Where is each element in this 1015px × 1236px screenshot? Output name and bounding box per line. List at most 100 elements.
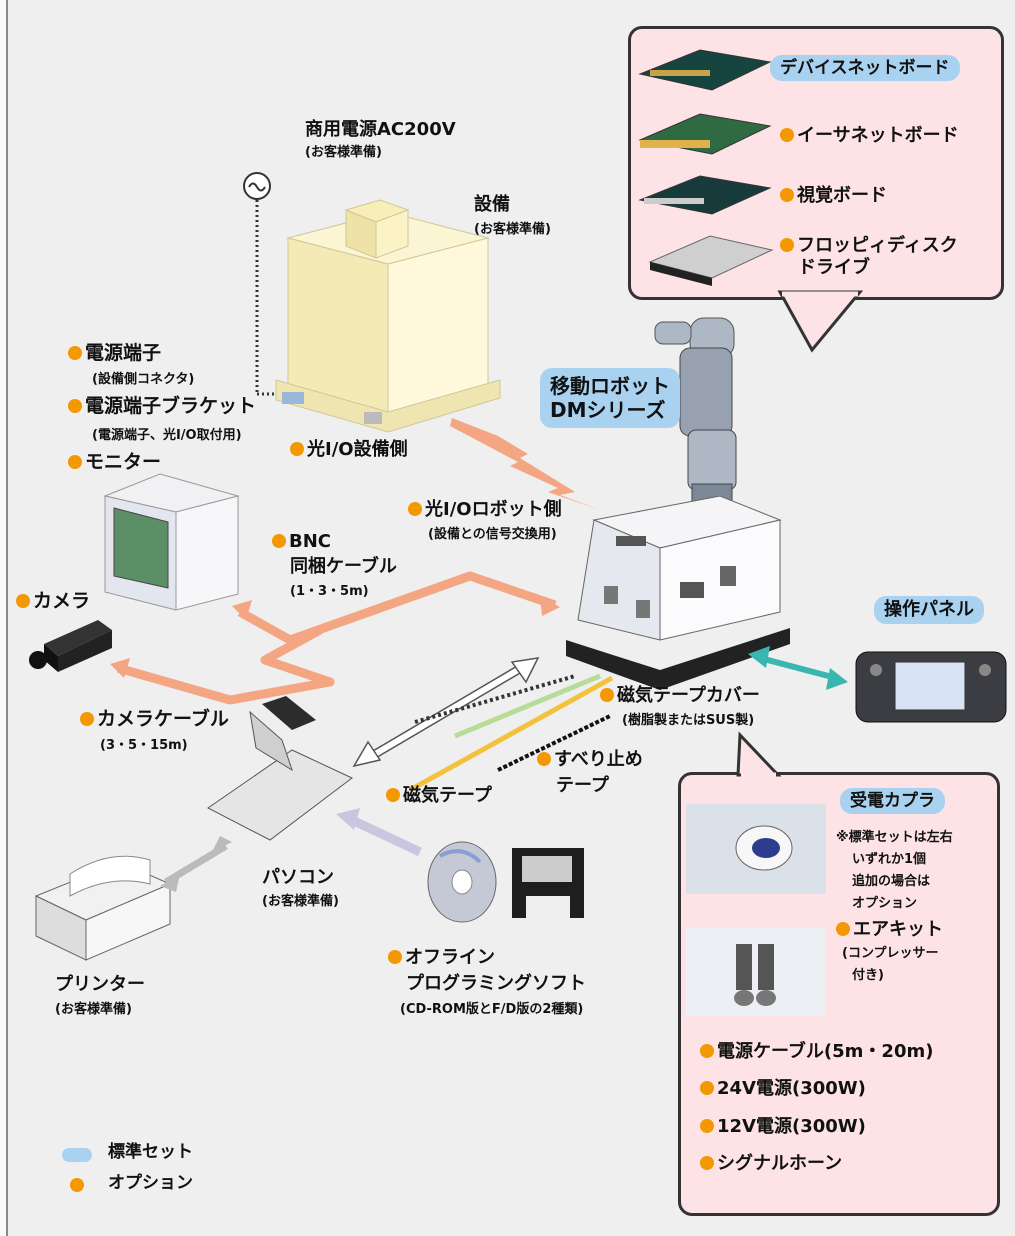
control-panel-illustration <box>855 651 1007 723</box>
power-bracket-title: 電源端子ブラケット <box>68 395 256 418</box>
option-dot-icon <box>700 1156 714 1170</box>
option-dot-icon <box>272 534 286 548</box>
robot-label-line1: 移動ロボット <box>550 374 670 398</box>
mag-tape-cover-note: (樹脂製またはSUS製) <box>622 713 755 728</box>
option-dot-icon <box>290 442 304 456</box>
control-panel-label: 操作パネル <box>874 596 984 624</box>
option-dot-icon <box>700 1044 714 1058</box>
printer-title: プリンター <box>55 974 145 995</box>
offline-software-note: (CD-ROM版とF/D版の2種類) <box>400 1002 584 1017</box>
power-coupler-label: 受電カプラ <box>840 788 945 815</box>
air-kit-title: エアキット <box>836 919 943 941</box>
camera-cable-note: (3・5・15m) <box>100 738 188 753</box>
option-dot-icon <box>600 688 614 702</box>
mag-tape-cover-title: 磁気テープカバー <box>600 685 760 707</box>
option-list-item: 12V電源(300W) <box>700 1116 866 1138</box>
option-dot-icon <box>780 128 794 142</box>
air-kit-image <box>686 928 826 1016</box>
monitor-title: モニター <box>68 451 161 474</box>
option-list-item: 24V電源(300W) <box>700 1078 866 1100</box>
fdd-label-line2: ドライブ <box>798 257 870 278</box>
optical-io-facility-title: 光I/O設備側 <box>290 439 408 461</box>
legend-standard-label: 標準セット <box>108 1142 193 1162</box>
power-supply-note: (お客様準備) <box>305 145 382 160</box>
option-list-item: 電源ケーブル(5m・20m) <box>700 1041 933 1063</box>
balloon-tail-bottom <box>736 731 782 777</box>
legend-standard-swatch <box>62 1148 92 1162</box>
power-coupler-note-4: オプション <box>852 896 918 911</box>
printer-illustration <box>34 855 172 961</box>
option-dot-icon <box>408 502 422 516</box>
power-supply-title: 商用電源AC200V <box>305 119 456 140</box>
power-coupler-image <box>686 804 826 894</box>
robot-label-line2: DMシリーズ <box>550 398 666 422</box>
power-terminal-title: 電源端子 <box>68 342 161 365</box>
optical-io-robot-note: (設備との信号交換用) <box>428 527 557 542</box>
option-dot-icon <box>537 752 551 766</box>
robot-illustration <box>566 317 790 690</box>
air-kit-note-2: 付き) <box>852 968 884 983</box>
left-border <box>0 0 8 1236</box>
magnetic-tape-line <box>408 675 614 793</box>
bnc-cable-line1: BNC <box>272 531 331 553</box>
option-dot-icon <box>780 238 794 252</box>
option-dot-icon <box>80 712 94 726</box>
devicenet-board-label: デバイスネットボード <box>770 55 960 82</box>
mag-tape-title: 磁気テープ <box>386 785 492 807</box>
option-dot-icon <box>68 346 82 360</box>
cd-rom-illustration <box>427 841 497 923</box>
pc-note: (お客様準備) <box>262 894 339 909</box>
printer-link-arrow <box>164 842 228 886</box>
ac-plug-icon <box>243 172 271 200</box>
power-coupler-note-1: ※標準セットは左右 <box>836 830 953 845</box>
ethernet-board-label: イーサネットボード <box>780 125 959 147</box>
legend-option-label: オプション <box>108 1173 193 1193</box>
vision-board-label: 視覚ボード <box>780 185 887 207</box>
devicenet-board-image <box>638 49 772 91</box>
balloon-tail-top <box>777 290 864 353</box>
pc-robot-link-arrow <box>352 657 540 768</box>
option-dot-icon <box>386 788 400 802</box>
bnc-cable-note: (1・3・5m) <box>290 584 369 599</box>
anti-slip-line1: すべり止め <box>537 749 643 771</box>
power-terminal-note: (設備側コネクタ) <box>92 372 195 387</box>
option-dot-icon <box>836 922 850 936</box>
option-dot-icon <box>68 455 82 469</box>
monitor-illustration <box>103 473 240 611</box>
legend-option-dot <box>70 1178 84 1192</box>
offline-software-line2: プログラミングソフト <box>406 973 586 994</box>
camera-cable-title: カメラケーブル <box>80 708 229 731</box>
option-dot-icon <box>68 399 82 413</box>
optical-io-robot-title: 光I/Oロボット側 <box>408 499 562 521</box>
power-coupler-note-3: 追加の場合は <box>852 874 931 889</box>
power-bracket-note: (電源端子、光I/O取付用) <box>92 428 242 443</box>
facility-note: (お客様準備) <box>474 222 551 237</box>
ethernet-board-image <box>638 113 772 155</box>
facility-title: 設備 <box>474 194 510 215</box>
camera-title: カメラ <box>16 590 90 613</box>
printer-note: (お客様準備) <box>55 1002 132 1017</box>
pc-illustration <box>207 696 353 841</box>
air-kit-note-1: (コンプレッサー <box>842 946 939 961</box>
option-dot-icon <box>700 1119 714 1133</box>
fdd-label-line1: フロッピィディスク <box>780 235 958 257</box>
camera-illustration <box>29 620 112 672</box>
option-dot-icon <box>700 1081 714 1095</box>
floppy-drive-image <box>648 235 774 286</box>
anti-slip-line2: テープ <box>556 775 609 796</box>
facility-illustration <box>275 199 501 433</box>
option-dot-icon <box>16 594 30 608</box>
floppy-disk-illustration <box>512 848 584 918</box>
power-coupler-note-2: いずれか1個 <box>852 852 927 867</box>
optical-signal-arrow <box>450 418 600 510</box>
robot-label: 移動ロボット DMシリーズ <box>540 368 680 428</box>
pc-title: パソコン <box>262 867 334 888</box>
option-dot-icon <box>780 188 794 202</box>
bnc-cable-line2: 同梱ケーブル <box>290 556 397 577</box>
offline-software-line1: オフライン <box>388 947 495 969</box>
vision-board-image <box>638 175 772 215</box>
option-list-item: シグナルホーン <box>700 1153 842 1175</box>
panel-link-arrow <box>759 655 837 681</box>
bnc-cable-arrows <box>116 571 557 705</box>
